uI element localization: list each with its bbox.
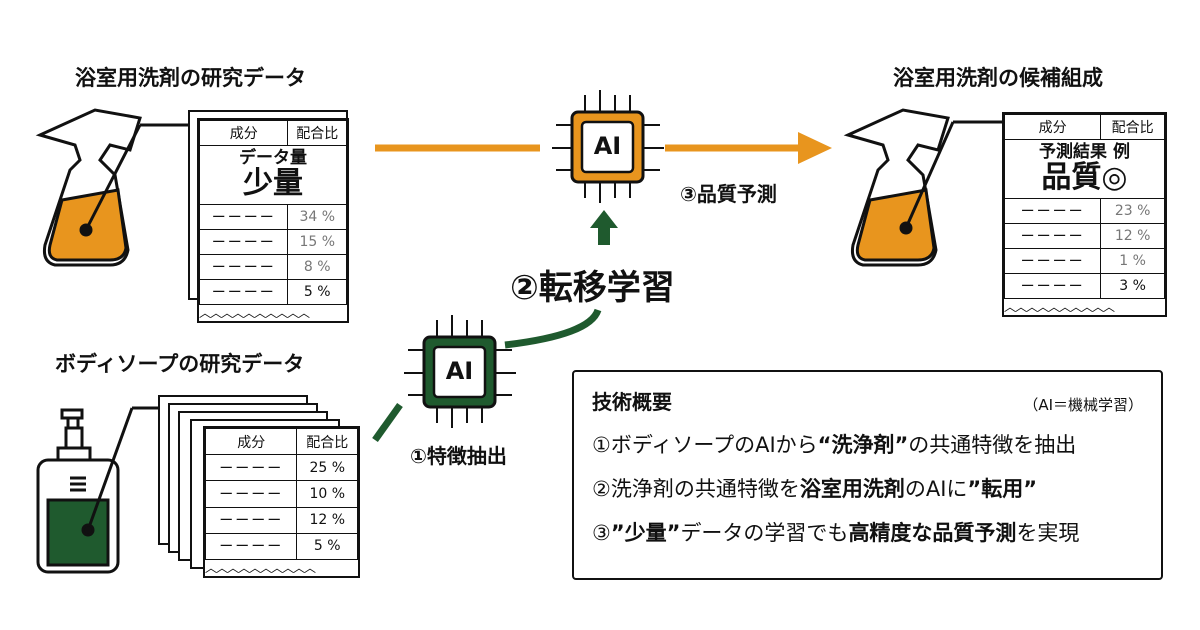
spray-bottle-icon bbox=[35, 108, 190, 267]
arrow-up-icon bbox=[590, 210, 618, 228]
bottom-left-title: ボディソープの研究データ bbox=[55, 352, 305, 376]
ai-chip-label: AI bbox=[445, 357, 474, 385]
top-left-title: 浴室用洗剤の研究データ bbox=[75, 66, 306, 90]
summary-note: （AI＝機械学習） bbox=[1023, 396, 1143, 414]
summary-line: ③”少量”データの学習でも高精度な品質予測を実現 bbox=[592, 521, 1080, 545]
pump-bottle-icon bbox=[36, 406, 160, 574]
top-right-title: 浴室用洗剤の候補組成 bbox=[893, 66, 1103, 90]
arrow-right-icon bbox=[798, 132, 832, 164]
summary-line: ①ボディソープのAIから“洗浄剤”の共通特徴を抽出 bbox=[592, 433, 1077, 457]
ai-chip-orange-icon bbox=[552, 90, 664, 203]
prediction-overlay: 予測結果 例 品質◎ bbox=[1004, 139, 1165, 199]
data-amount-overlay: データ量 少量 bbox=[199, 145, 347, 205]
step-transfer: ②転移学習 bbox=[510, 268, 675, 308]
step-extract: ①特徴抽出 bbox=[410, 444, 507, 468]
summary-box: 技術概要 （AI＝機械学習） ①ボディソープのAIから“洗浄剤”の共通特徴を抽出… bbox=[572, 370, 1163, 580]
summary-line: ②洗浄剤の共通特徴を浴室用洗剤のAIに”転用” bbox=[592, 477, 1037, 501]
summary-title: 技術概要 bbox=[592, 390, 672, 414]
step-predict: ③品質予測 bbox=[680, 182, 777, 206]
spray-bottle-icon bbox=[843, 108, 1003, 267]
ai-chip-label: AI bbox=[593, 132, 622, 160]
green-connector bbox=[504, 308, 602, 349]
ai-chip-green-icon bbox=[403, 314, 517, 429]
